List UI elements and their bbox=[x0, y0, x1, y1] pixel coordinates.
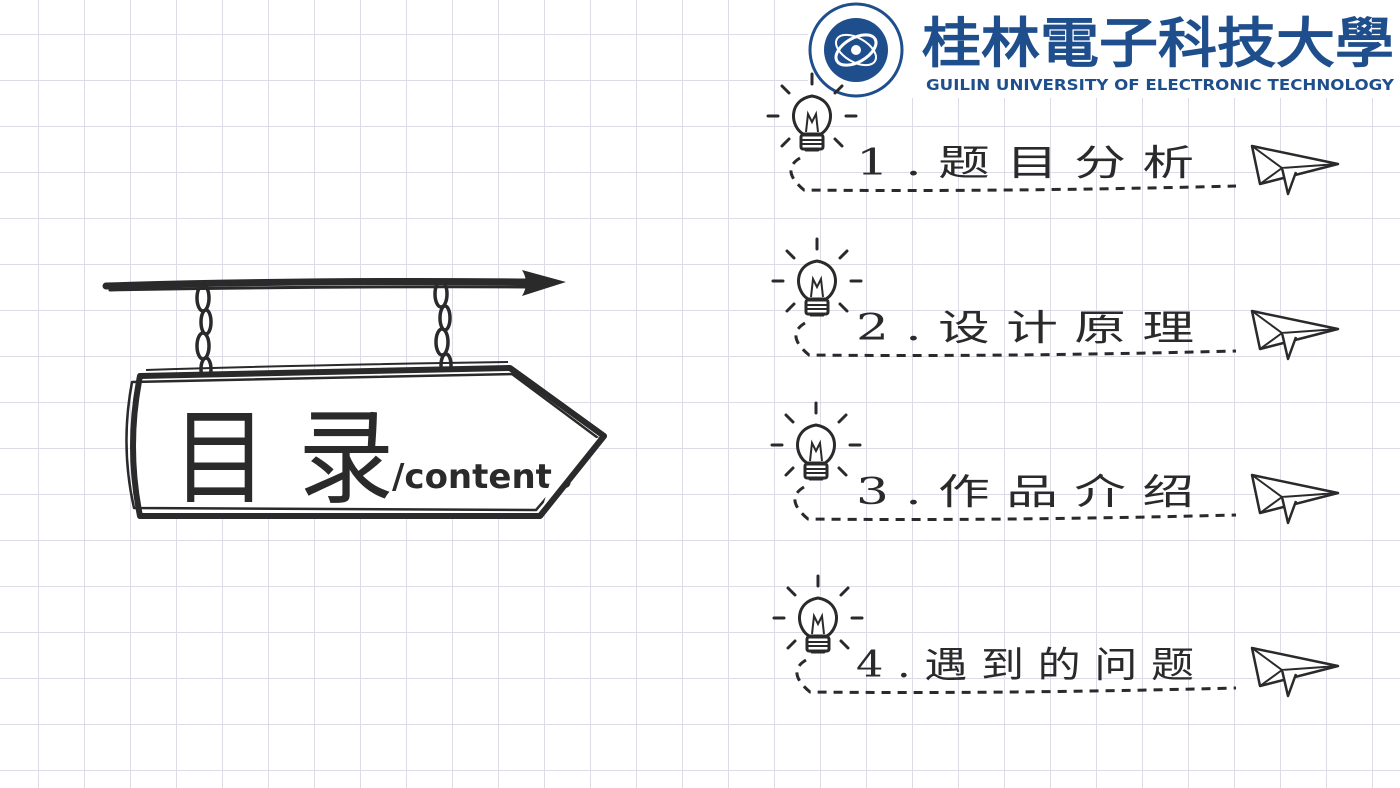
paper-plane-icon bbox=[1250, 309, 1340, 361]
toc-item-label: 2 . 设 计 原 理 bbox=[856, 308, 1194, 349]
lightbulb-icon bbox=[766, 72, 858, 152]
dashed-path bbox=[794, 321, 1237, 357]
toc-list: 1 . 题 目 分 析 2 . 设 计 原 理 3 . 作 品 介 绍 4 . 遇 到… bbox=[766, 72, 1340, 698]
toc-item-label: 1 . 题 目 分 析 bbox=[856, 143, 1194, 184]
dashed-path bbox=[789, 156, 1237, 192]
toc-item-3[interactable]: 3 . 作 品 介 绍 bbox=[770, 401, 1340, 525]
toc-item-1[interactable]: 1 . 题 目 分 析 bbox=[766, 72, 1340, 196]
toc-item-2[interactable]: 2 . 设 计 原 理 bbox=[771, 237, 1340, 361]
dashed-path bbox=[793, 485, 1237, 521]
toc-item-4[interactable]: 4 . 遇 到 的 问 题 bbox=[772, 574, 1340, 698]
toc-item-label: 4 . 遇 到 的 问 题 bbox=[856, 645, 1194, 686]
lightbulb-icon bbox=[772, 574, 864, 654]
sign-rod bbox=[102, 270, 566, 296]
toc-item-label: 3 . 作 品 介 绍 bbox=[856, 472, 1194, 513]
sign-title-cn: 目 录 bbox=[172, 397, 394, 519]
university-name-en: GUILIN UNIVERSITY OF ELECTRONIC TECHNOLO… bbox=[926, 76, 1395, 94]
paper-plane-icon bbox=[1250, 144, 1340, 196]
university-seal-icon bbox=[808, 2, 904, 98]
university-logo: 桂林電子科技大學 GUILIN UNIVERSITY OF ELECTRONIC… bbox=[808, 0, 1400, 98]
paper-plane-icon bbox=[1250, 646, 1340, 698]
university-name-cn: 桂林電子科技大學 bbox=[922, 11, 1394, 75]
lightbulb-icon bbox=[771, 237, 863, 317]
hanging-sign: 目 录 /contents bbox=[102, 270, 607, 519]
lightbulb-icon bbox=[770, 401, 862, 481]
sign-title-en: /contents bbox=[392, 457, 572, 497]
paper-plane-icon bbox=[1250, 473, 1340, 525]
dashed-path bbox=[795, 658, 1237, 694]
